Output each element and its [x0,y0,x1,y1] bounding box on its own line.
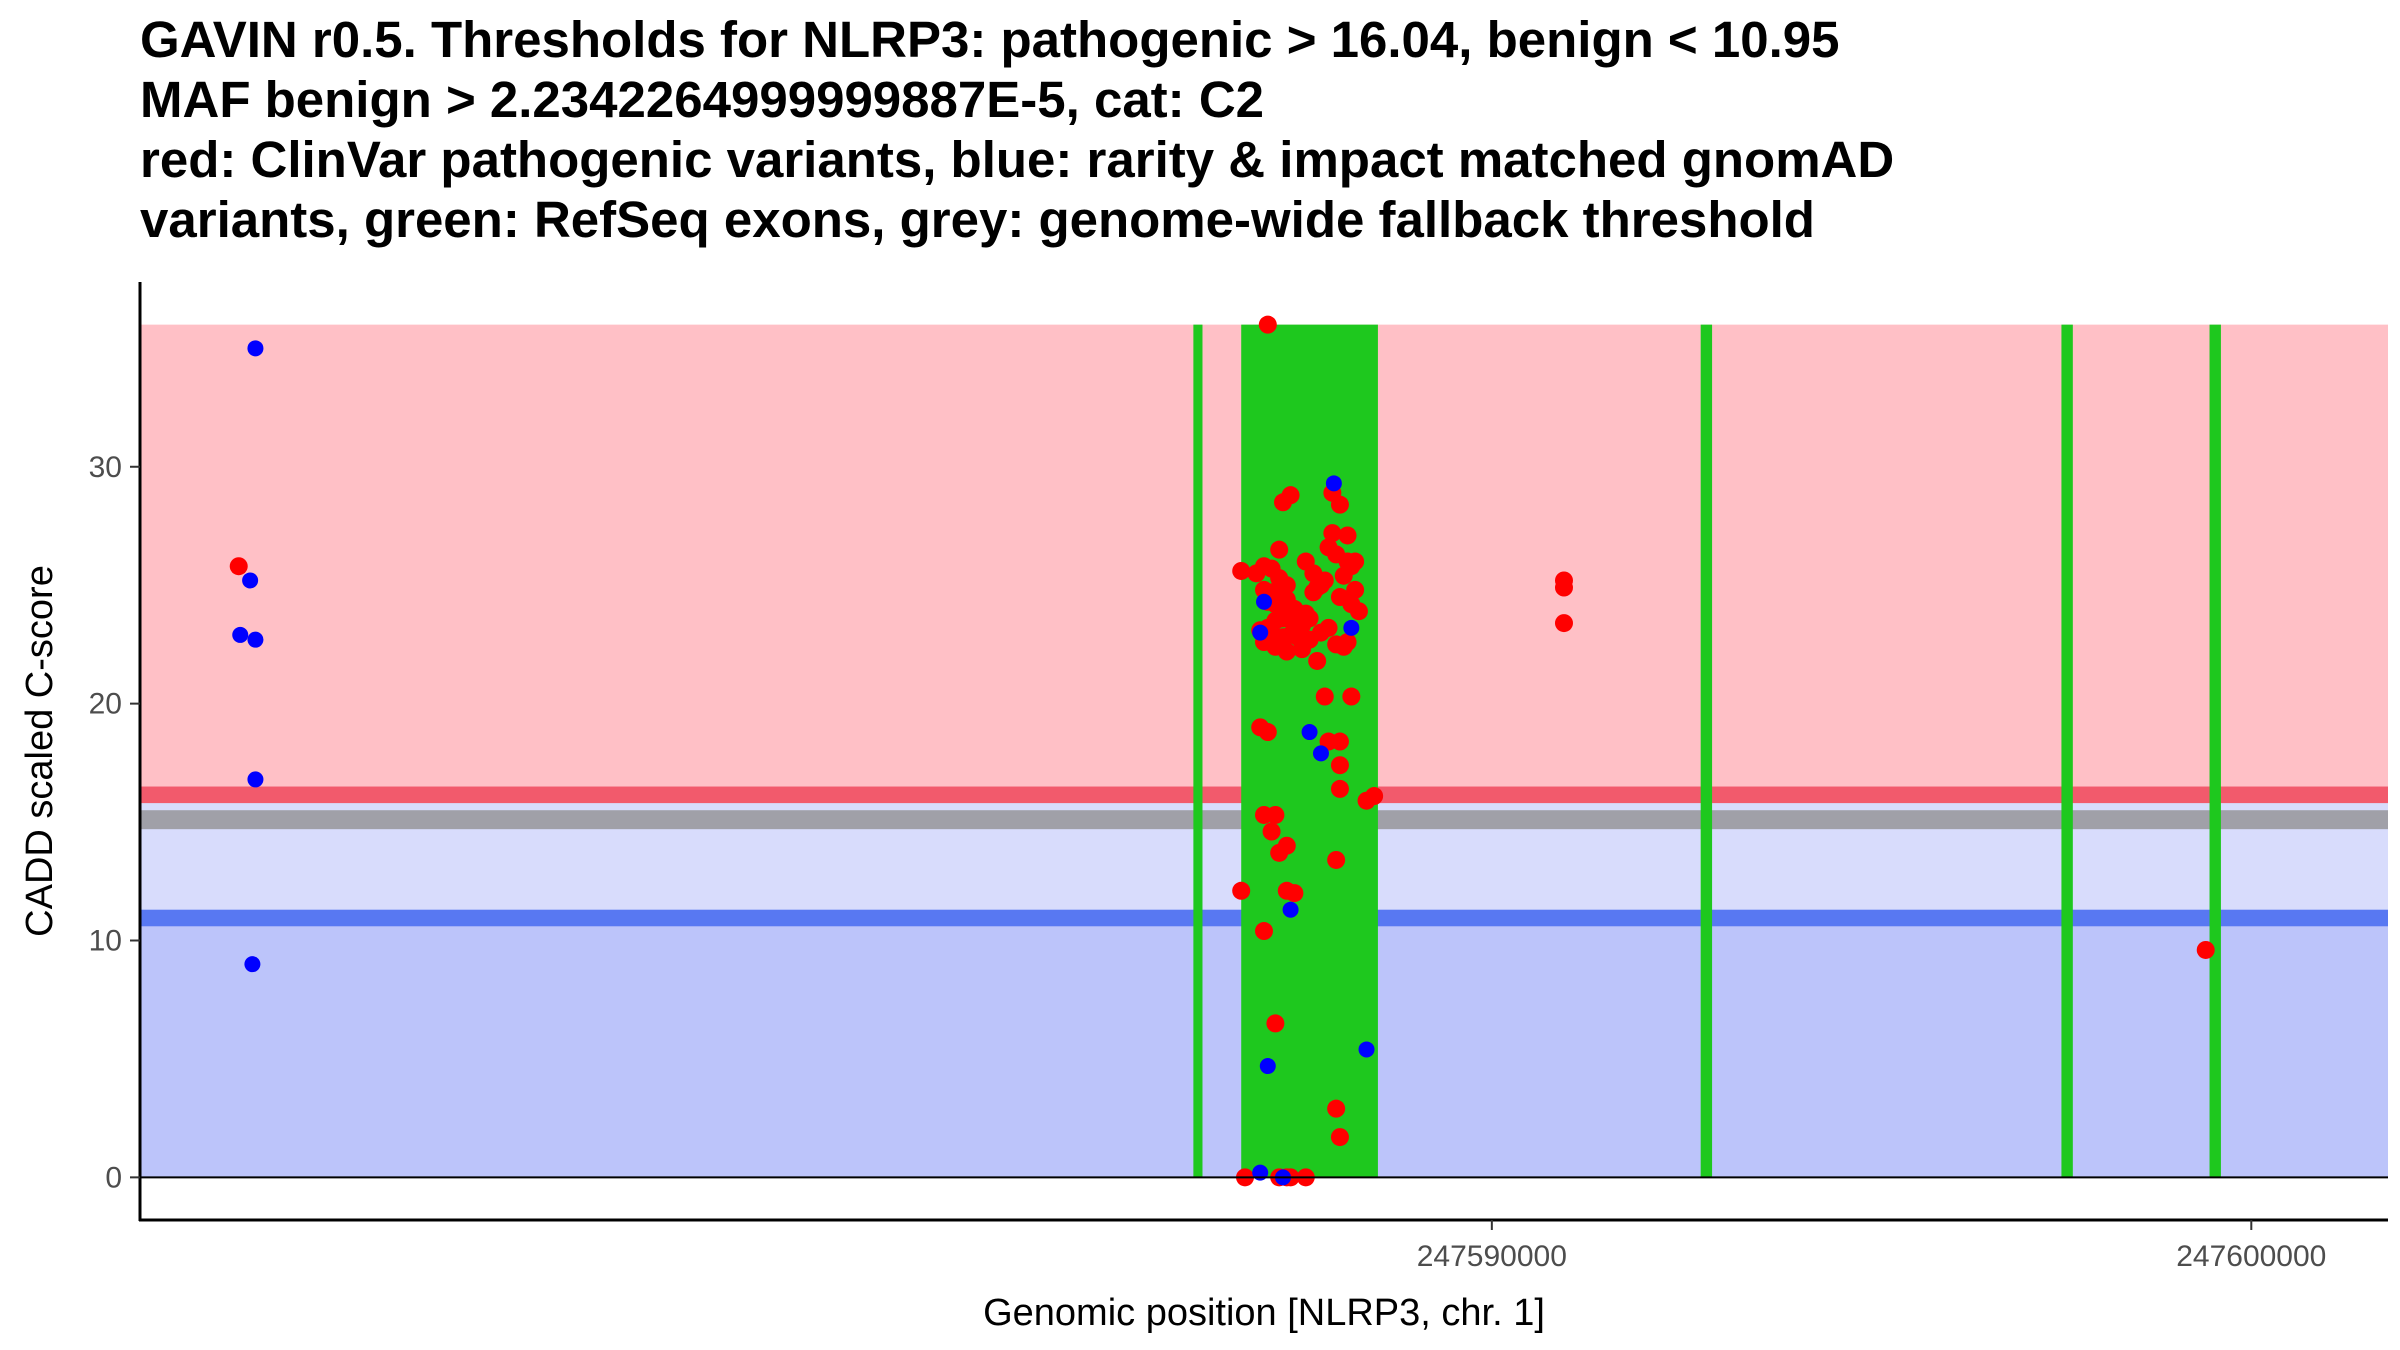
pathogenic-variant-point [1330,779,1349,798]
gnomad-variant-point [1301,724,1318,741]
pathogenic-variant-point [1258,315,1277,334]
y-axis-title: CADD scaled C-score [19,565,61,937]
gnomad-variant-point [1343,619,1360,636]
pathogenic-variant-point [1315,687,1334,706]
pathogenic-variant-point [1330,756,1349,775]
pathogenic-variant-point [1338,633,1357,652]
pathogenic-variant-point [1327,850,1346,869]
pathogenic-variant-point [1338,526,1357,545]
pathogenic-variant-point [1232,561,1251,580]
y-tick-label: 30 [89,451,122,484]
pathogenic-variant-point [1266,1014,1285,1033]
pathogenic-variant-point [1554,578,1573,597]
gnomad-variant-point [242,572,259,589]
gnomad-variant-point [1259,1058,1276,1075]
pathogenic-variant-point [1334,566,1353,585]
gnomad-variant-point [1256,593,1272,610]
pathogenic-variant-point [1554,614,1573,633]
gnomad-variant-point [1358,1041,1375,1058]
pathogenic-variant-point [1273,493,1292,512]
pathogenic-variant-point [1251,718,1270,737]
title-line: variants, green: RefSeq exons, grey: gen… [140,191,1815,248]
pathogenic-variant-point [1277,642,1296,661]
pathogenic-variant-point [1330,1128,1349,1147]
title-line: red: ClinVar pathogenic variants, blue: … [140,131,1895,188]
pathogenic-variant-point [1330,732,1349,751]
x-axis-title: Genomic position [NLRP3, chr. 1] [983,1292,1545,1334]
axes: 0 10 20 30 247590000 247600000 [89,282,2388,1273]
pathogenic-variant-point [1289,628,1308,647]
pathogenic-variant-point [1319,538,1338,557]
pathogenic-variant-point [1365,787,1384,806]
exon-bar [1193,324,1203,1178]
pathogenic-variant-point [1308,651,1327,670]
gnomad-variant-point [232,626,249,643]
pathogenic-variant-point [2196,940,2215,959]
pathogenic-variant-point [1232,881,1251,900]
pathogenic-variant-point [1247,564,1266,583]
pathogenic-variant-point [1262,822,1281,841]
exon-bar [2061,324,2073,1178]
x-tick-label: 247590000 [1417,1240,1567,1273]
pathogenic-variant-point [1255,805,1273,824]
chart-title: GAVIN r0.5. Thresholds for NLRP3: pathog… [140,10,1894,250]
y-tick-label: 10 [89,924,122,957]
pathogenic-variant-point [1330,495,1349,514]
pathogenic-variant-point [1255,922,1273,941]
gnomad-variant-point [1252,624,1269,641]
pathogenic-variant-point [1285,884,1304,903]
y-tick-label: 0 [105,1161,122,1194]
exon-bar [2209,324,2221,1178]
y-tick-label: 20 [89,688,122,721]
pathogenic-variant-point [1270,540,1289,559]
exon-bars [1193,324,2221,1178]
gnomad-variant-point [247,771,264,788]
pathogenic-variant-point [1327,1099,1346,1118]
title-line: MAF benign > 2.2342264999999887E-5, cat:… [140,71,1265,128]
pathogenic-variant-point [1346,580,1365,599]
pathogenic-variant-point [1342,687,1361,706]
pathogenic-variant-point [1304,583,1323,602]
gnomad-variant-point [1282,901,1299,918]
pathogenic-variant-point [229,557,248,576]
title-line: GAVIN r0.5. Thresholds for NLRP3: pathog… [140,11,1840,68]
pathogenic-variant-point [1270,843,1289,862]
pathogenic-variant-point [1296,552,1315,571]
exon-bar [1700,324,1713,1178]
x-tick-label: 247600000 [2176,1240,2326,1273]
pathogenic-variant-point [1319,618,1338,637]
gnomad-variant-point [247,631,264,648]
gnomad-variant-point [1312,745,1329,762]
gnomad-variant-point [1325,475,1342,492]
gnomad-variant-point [244,956,261,973]
pathogenic-variant-point [1349,602,1368,621]
pathogenic-variant-point [1296,604,1315,623]
gnomad-variant-point [247,340,264,357]
exon-bar [1241,324,1378,1178]
pathogenic-variant-point [1323,524,1342,543]
